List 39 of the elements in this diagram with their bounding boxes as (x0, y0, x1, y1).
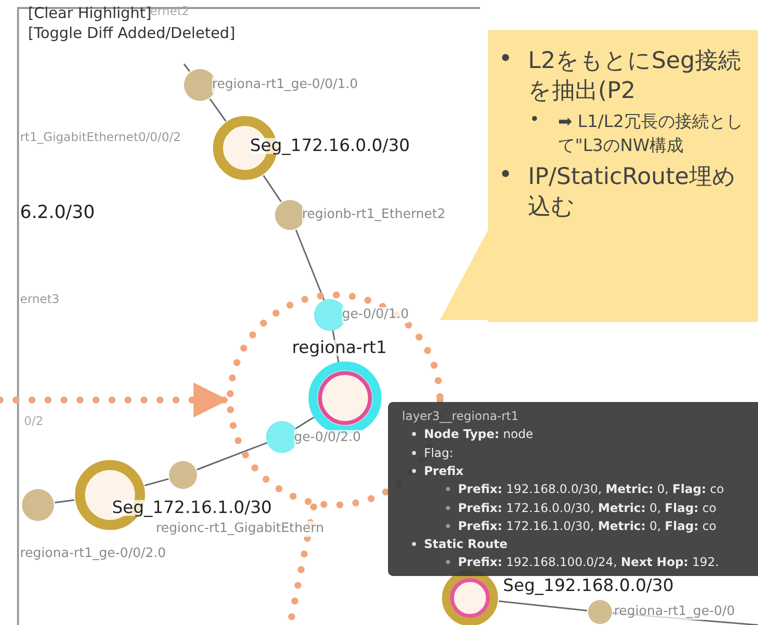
tooltip-text: Prefix: 172.16.0.0/30, Metric: 0, Flag: co (458, 500, 716, 516)
toolbar-link: [Clear Highlight] (28, 4, 152, 22)
node-label: regionb-rt1_Ethernet2 (302, 207, 446, 223)
tooltip-text: Prefix: 192.168.0.0/30, Metric: 0, Flag: co (458, 481, 724, 498)
node-label: ge-0/0/2.0 (294, 430, 361, 446)
link-line (498, 600, 588, 612)
node-tooltip (388, 402, 758, 576)
toolbar-link: [Toggle Diff Added/Deleted] (28, 24, 236, 42)
node-label: Seg_192.168.0.0/30 (503, 578, 674, 594)
graph-label: 0/2 (24, 413, 44, 430)
node-label: regionc-rt1_GigabitEthern (156, 521, 324, 537)
tooltip-text: Prefix: 192.168.100.0/24, Next Hop: 192. (458, 554, 719, 572)
tooltip-text: Node Type: node (424, 426, 534, 444)
tooltip-text: Static Route (424, 536, 508, 554)
graph-label: 6.2.0/30 (20, 204, 95, 222)
link-line (144, 478, 169, 486)
callout-text: L2をもとにSeg接続を抽出(P2 (528, 47, 742, 106)
dotted-arrow (0, 382, 228, 418)
callout-text: IP/StaticRoute埋め込む (528, 163, 737, 222)
graph-label: ernet3 (20, 291, 60, 308)
link-line (209, 98, 226, 122)
node-label: Seg_172.16.1.0/30 (112, 500, 272, 516)
node-label: regiona-rt1_ge-0/0 (614, 604, 735, 620)
link-line (196, 441, 270, 470)
tooltip-text: Flag: (424, 444, 454, 462)
node-label: regiona-rt1 (292, 340, 387, 356)
tooltip-text: Prefix: 172.16.1.0/30, Metric: 0, Flag: co (458, 518, 716, 535)
link-line (54, 499, 74, 504)
tooltip-text: Prefix (424, 462, 464, 480)
callout-text: ➡ L1/L2冗長の接続として"L3のNW構成 (558, 111, 744, 158)
tooltip-text: layer3__regiona-rt1 (402, 408, 519, 425)
node-label: ge-0/0/1.0 (342, 307, 409, 323)
node-label: Seg_172.16.0.0/30 (250, 138, 410, 154)
node-label: regiona-rt1_ge-0/0/1.0 (212, 77, 358, 93)
link-line (183, 64, 190, 72)
link-line (295, 230, 326, 302)
link-line (262, 174, 282, 202)
graph-label: rt1_GigabitEthernet0/0/0/2 (20, 129, 181, 146)
node-label: regiona-rt1_ge-0/0/2.0 (20, 546, 166, 562)
